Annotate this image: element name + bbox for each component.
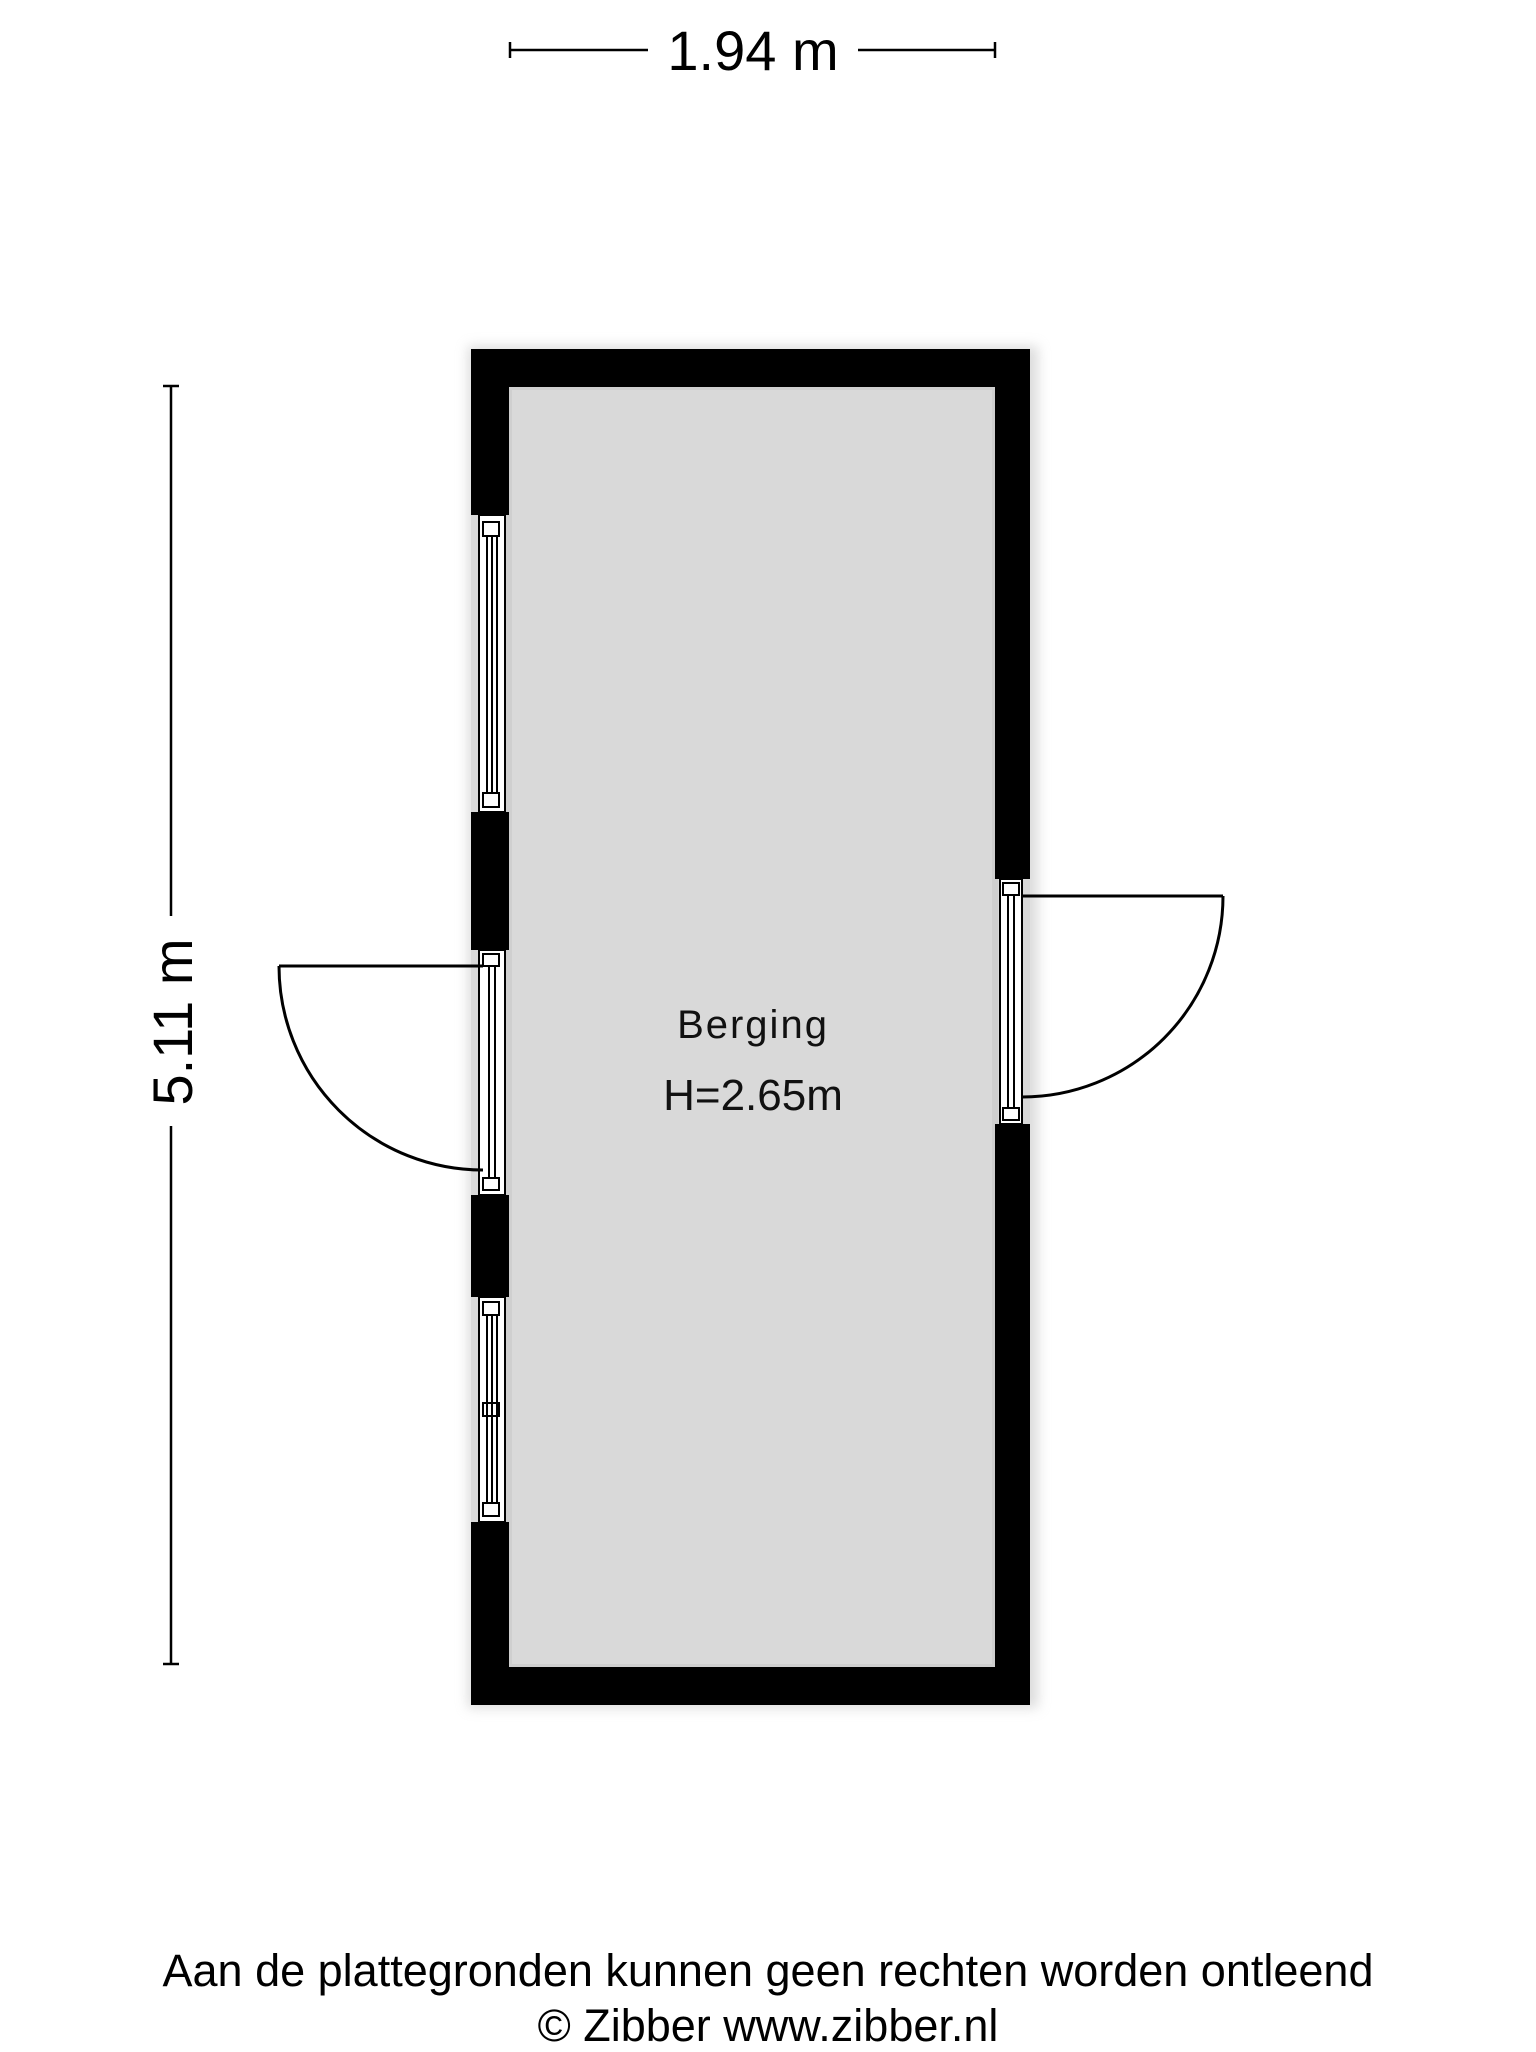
room-name: Berging [677, 1003, 829, 1047]
length-label: 5.11 m [141, 938, 204, 1105]
disclaimer-text: Aan de plattegronden kunnen geen rechten… [162, 1945, 1374, 1996]
door-left [277, 949, 506, 1196]
room-floor [471, 349, 1030, 1705]
walls [471, 349, 1030, 1705]
window-left-lower [478, 1296, 506, 1523]
window-left-upper [478, 514, 506, 813]
room-height: H=2.65m [663, 1071, 843, 1120]
width-label: 1.94 m [667, 19, 838, 82]
copyright-link[interactable]: © Zibber www.zibber.nl [537, 2000, 999, 2051]
door-right [999, 878, 1225, 1125]
width-dimension: 1.94 m [508, 19, 997, 82]
length-dimension: 5.11 m [141, 384, 204, 1666]
